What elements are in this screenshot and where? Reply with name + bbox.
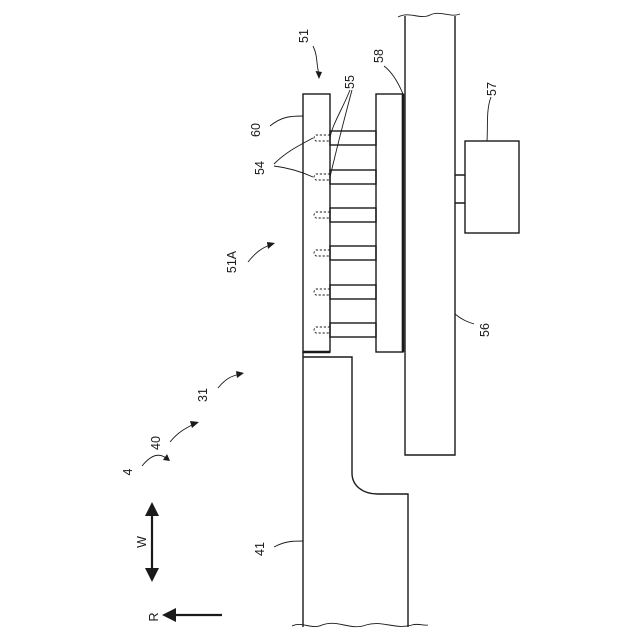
arrowhead-40 bbox=[190, 421, 199, 428]
label-40: 40 bbox=[149, 436, 163, 450]
leader-4 bbox=[142, 455, 166, 466]
arrowhead-51 bbox=[316, 71, 323, 79]
tooth bbox=[330, 170, 376, 184]
label-60: 60 bbox=[249, 123, 263, 137]
r-arrow-head bbox=[162, 608, 176, 622]
label-51A: 51A bbox=[225, 250, 239, 273]
label-4: 4 bbox=[121, 468, 135, 475]
leader-58 bbox=[384, 66, 403, 94]
label-r: R bbox=[147, 612, 161, 621]
plate-56-break-line bbox=[398, 13, 460, 17]
tooth bbox=[330, 285, 376, 299]
plate-56 bbox=[405, 16, 455, 455]
arrowhead-31 bbox=[236, 371, 244, 378]
cover-60 bbox=[303, 94, 330, 352]
tooth bbox=[330, 131, 376, 145]
leader-57 bbox=[487, 97, 491, 141]
comb-teeth-55 bbox=[330, 131, 376, 337]
leader-31 bbox=[218, 374, 240, 388]
pin bbox=[314, 135, 330, 141]
pin bbox=[314, 289, 330, 295]
leader-51A bbox=[248, 245, 270, 262]
pin bbox=[314, 212, 330, 218]
label-w: W bbox=[135, 536, 149, 548]
body-41 bbox=[303, 352, 408, 627]
label-54: 54 bbox=[253, 161, 267, 175]
pin bbox=[314, 174, 330, 180]
label-57: 57 bbox=[485, 82, 499, 96]
tooth bbox=[330, 323, 376, 337]
label-41: 41 bbox=[253, 542, 267, 556]
direction-r-arrow bbox=[162, 608, 222, 622]
holder-58 bbox=[376, 94, 403, 352]
leader-56 bbox=[455, 314, 474, 324]
pin bbox=[314, 250, 330, 256]
motor-57-shaft bbox=[455, 175, 465, 203]
tooth bbox=[330, 208, 376, 222]
label-51: 51 bbox=[297, 29, 311, 43]
label-56: 56 bbox=[478, 323, 492, 337]
label-55: 55 bbox=[343, 75, 357, 89]
leader-60 bbox=[270, 116, 303, 126]
label-31: 31 bbox=[196, 388, 210, 402]
w-arrow-down-head bbox=[145, 568, 159, 582]
leader-51 bbox=[313, 46, 319, 74]
hidden-pins-54 bbox=[314, 135, 330, 333]
label-58: 58 bbox=[372, 49, 386, 63]
leader-55-b bbox=[330, 90, 352, 177]
leader-lines bbox=[142, 46, 491, 547]
leader-41 bbox=[274, 541, 303, 547]
arrowhead-51A bbox=[267, 242, 275, 249]
arrowhead-4 bbox=[163, 454, 170, 461]
leader-40 bbox=[170, 424, 194, 442]
reference-labels: 51 55 58 57 60 54 51A 56 31 40 4 41 W R bbox=[121, 29, 499, 622]
leader-54-b bbox=[274, 166, 313, 177]
motor-57 bbox=[465, 141, 519, 233]
w-arrow-up-head bbox=[145, 502, 159, 516]
pin bbox=[314, 327, 330, 333]
leader-54-a bbox=[274, 138, 313, 164]
tooth bbox=[330, 246, 376, 260]
